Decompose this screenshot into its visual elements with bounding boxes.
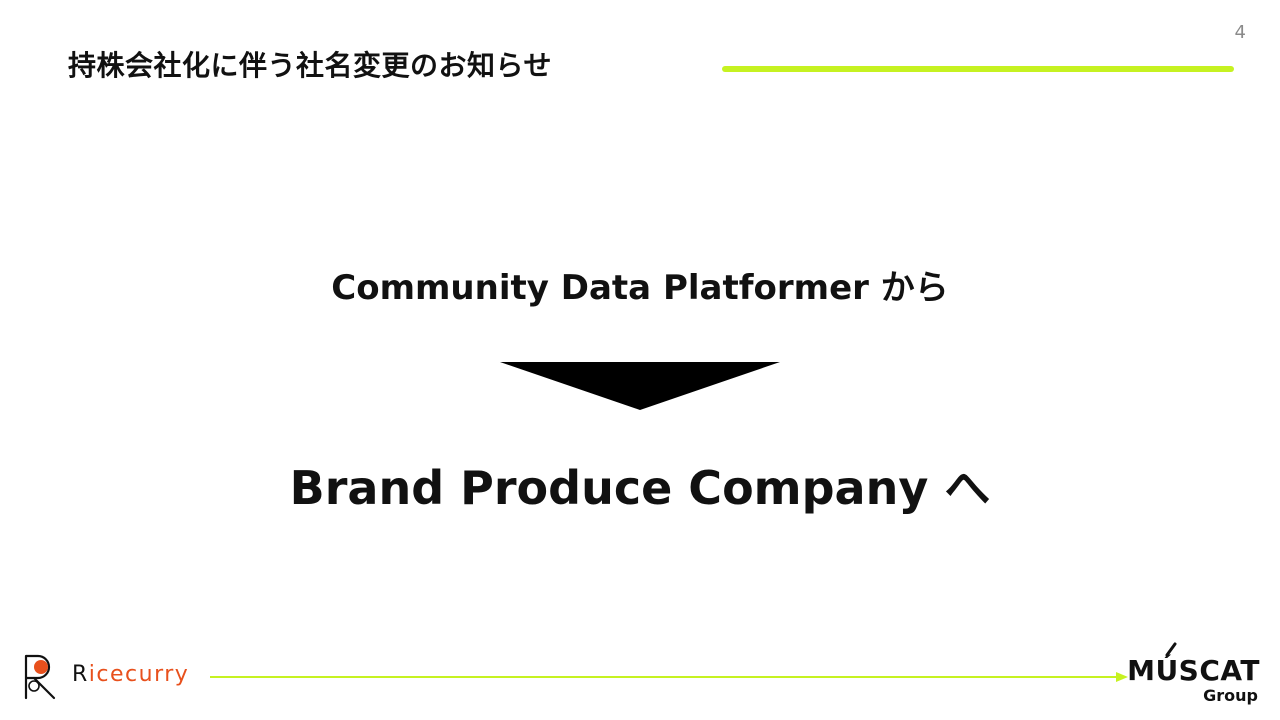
triangle-down-icon — [500, 362, 780, 410]
page-number: 4 — [1234, 22, 1246, 43]
title-underline — [722, 66, 1234, 72]
brand-initial: R — [72, 662, 89, 687]
muscat-group-logo: MÚSCAT Group — [1127, 640, 1260, 712]
slide-title: 持株会社化に伴う社名変更のお知らせ — [68, 49, 552, 82]
ricecurry-logo-icon — [24, 654, 56, 700]
muscat-group-label: Group — [1203, 686, 1258, 705]
right-arrow-icon — [210, 672, 1128, 682]
brand-rest: icecurry — [88, 662, 190, 687]
ricecurry-brand-name: Ricecurry — [72, 662, 189, 687]
muscat-wordmark: MÚSCAT — [1127, 654, 1260, 687]
accent-mark-icon — [1165, 642, 1177, 656]
new-company-name: Brand Produce Company へ — [289, 461, 991, 515]
former-company-name: Community Data Platformer から — [331, 268, 949, 308]
